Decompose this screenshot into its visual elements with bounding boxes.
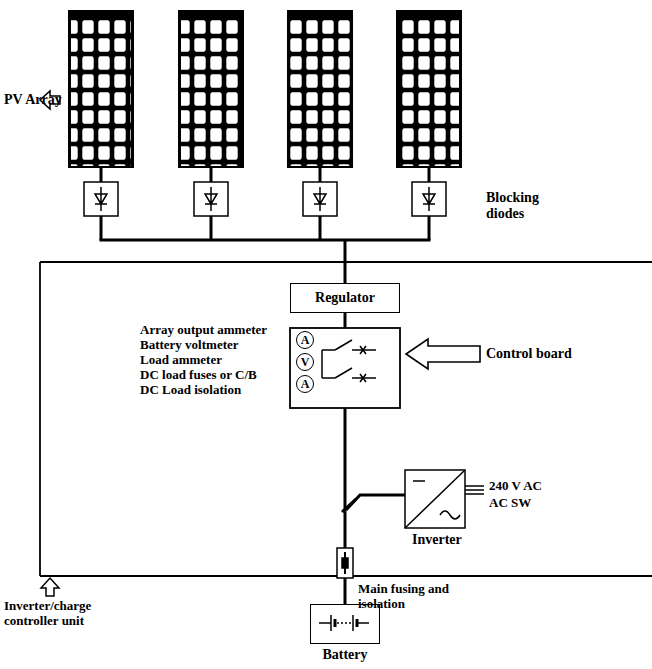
text-label: Load ammeter xyxy=(140,352,222,367)
pointer-arrow xyxy=(41,578,59,596)
text-label: Control board xyxy=(486,346,572,362)
text-label: PV Array xyxy=(4,92,62,108)
node-text: Regulator xyxy=(315,291,375,305)
wire xyxy=(342,495,405,512)
node-text: A xyxy=(301,378,310,390)
diode-symbol xyxy=(84,182,446,216)
inverter-symbol xyxy=(405,470,484,528)
switch-symbol xyxy=(322,340,376,382)
text-label: Array output ammeter xyxy=(140,322,267,337)
meter-circle: A xyxy=(296,331,314,349)
node-caption: Battery xyxy=(322,648,367,662)
text-label: Inverter/charge controller unit xyxy=(4,598,144,628)
node-text: V xyxy=(301,356,310,368)
control-box xyxy=(290,328,400,408)
pointer-arrow xyxy=(406,339,480,369)
meter-circle: V xyxy=(296,353,314,371)
fuse-symbol xyxy=(337,548,353,578)
unit-outline xyxy=(40,262,652,576)
process-box: Regulator xyxy=(290,283,400,313)
wire xyxy=(100,168,431,284)
text-label: Battery voltmeter xyxy=(140,337,239,352)
text-label: Blocking diodes xyxy=(486,190,566,222)
text-label: DC load fuses or C/B xyxy=(140,367,257,382)
meter-circle: A xyxy=(296,375,314,393)
text-label: Inverter xyxy=(412,532,462,548)
text-label: DC Load isolation xyxy=(140,382,241,397)
text-label: Main fusing and isolation xyxy=(358,581,476,611)
text-label: AC SW xyxy=(489,495,531,510)
text-label: 240 V AC xyxy=(489,478,542,493)
pv-panel xyxy=(68,10,462,168)
node-text: A xyxy=(301,334,310,346)
